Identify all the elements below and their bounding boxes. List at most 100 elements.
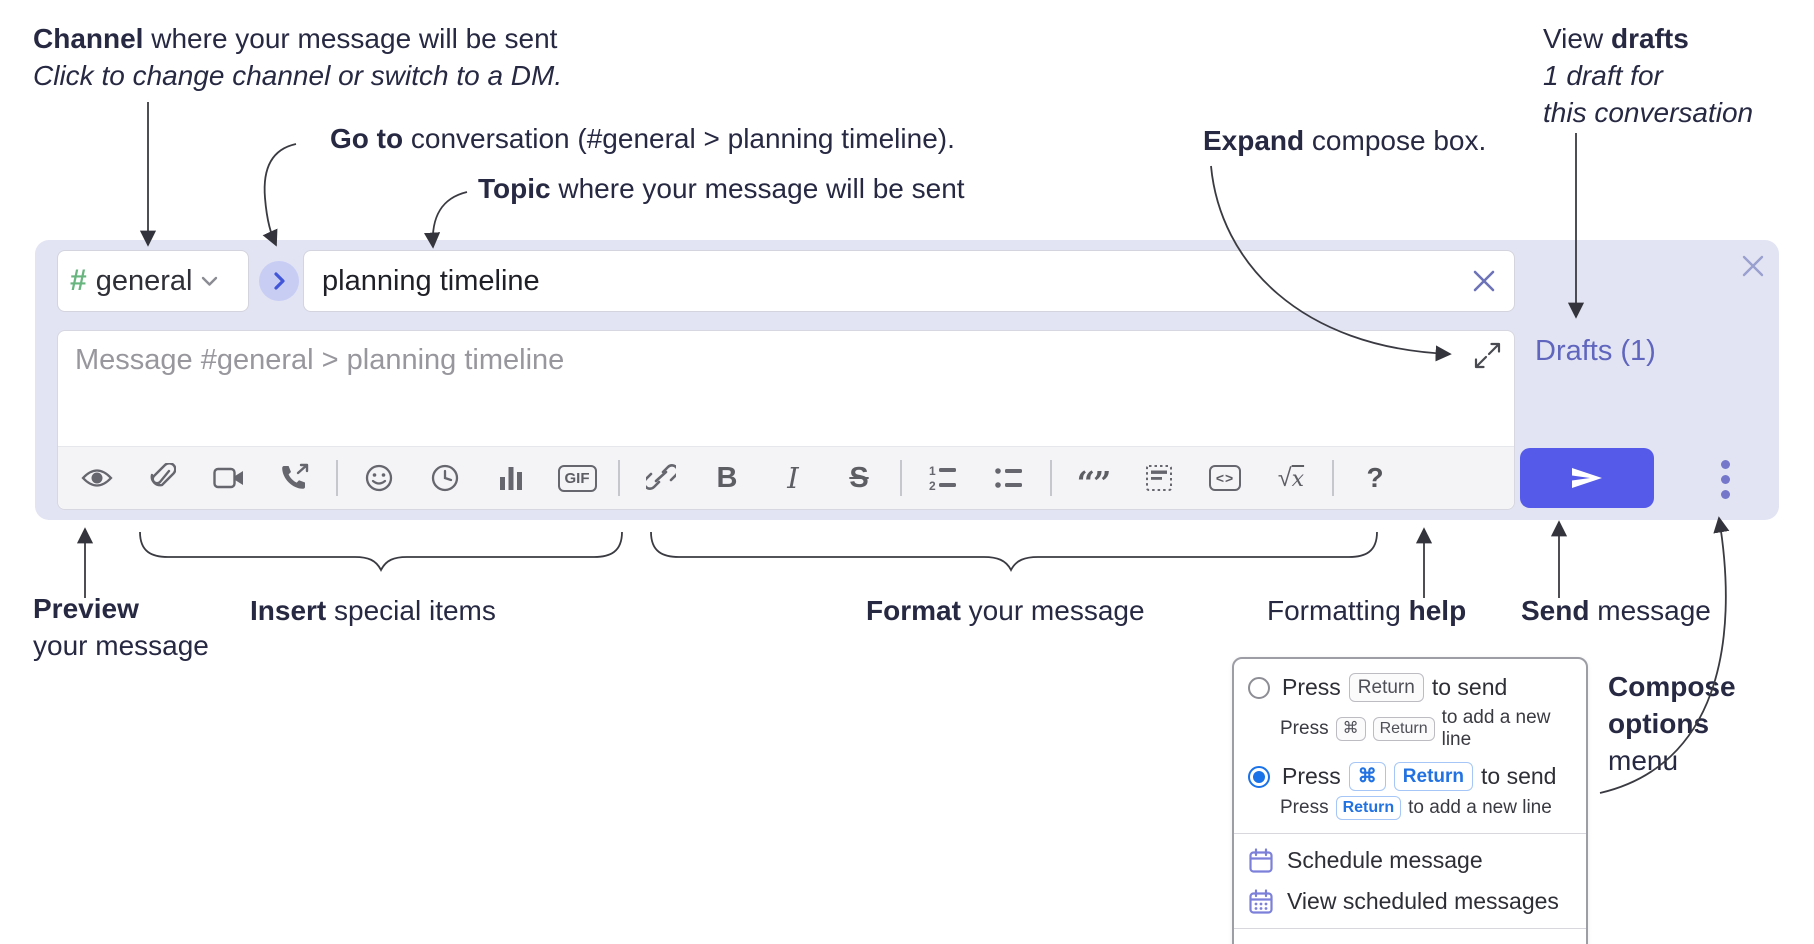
key-return: Return [1335,796,1402,820]
send-button[interactable] [1520,448,1654,508]
gif-button[interactable]: GIF [548,454,606,502]
format-brace [650,531,1378,573]
link-icon [646,464,676,490]
annotation-goto: Go to conversation (#general > planning … [330,123,955,154]
option-cmd-enter-to-send-sub: Press Return to add a new line [1280,796,1552,820]
bulleted-list-icon [995,468,1022,488]
numbered-list-icon: 1 2 [929,464,956,492]
strikethrough-icon: S [849,461,869,494]
math-icon: √x [1277,463,1305,492]
compose-box: # general planning timeline Message #gen… [35,240,1779,520]
spoiler-button[interactable] [1130,454,1188,502]
link-button[interactable] [632,454,690,502]
topic-value: planning timeline [322,264,540,297]
phone-call-icon [282,463,309,489]
go-to-conversation-button[interactable] [259,261,299,301]
annotation-topic: Topic where your message will be sent [478,173,965,204]
close-icon [1742,255,1764,277]
annotation-channel: Channel where your message will be sent … [33,20,562,94]
bold-button[interactable]: B [698,454,756,502]
menu-item-schedule-message[interactable]: Schedule message [1234,840,1586,881]
toolbar-divider [900,460,902,496]
option-cmd-enter-to-send[interactable]: Press ⌘ Return to send [1234,758,1586,795]
calendar-dots-icon [1249,888,1273,914]
question-mark-icon: ? [1366,462,1384,493]
annotation-formatting-help: Formatting help [1267,595,1467,626]
attach-file-button[interactable] [134,454,192,502]
clear-topic-icon[interactable] [1472,269,1496,293]
key-cmd: ⌘ [1348,762,1386,791]
code-button[interactable]: <> [1196,454,1254,502]
menu-divider [1234,928,1586,929]
message-placeholder: Message #general > planning timeline [75,344,565,376]
math-button[interactable]: √x [1262,454,1320,502]
time-button[interactable] [416,454,474,502]
chevron-right-icon [274,272,285,290]
option-enter-to-send-sub: Press ⌘ Return to add a new line [1280,707,1551,750]
channel-hash-icon: # [70,264,87,297]
bulleted-list-button[interactable] [980,454,1038,502]
smiley-icon [365,464,393,492]
compose-toolbar: GIF B I S [58,446,1514,509]
preview-button[interactable] [68,454,126,502]
bold-icon: B [716,461,738,494]
message-area[interactable]: Message #general > planning timeline [57,330,1515,510]
calendar-icon [1249,847,1273,873]
radio-unselected[interactable] [1248,676,1270,699]
quote-icon: “” [1076,464,1112,502]
radio-selected[interactable] [1248,765,1270,788]
expand-compose-button[interactable] [1474,342,1501,369]
quote-button[interactable]: “” [1064,454,1122,502]
annotation-format: Format your message [866,595,1145,626]
svg-text:2: 2 [929,479,936,492]
toolbar-divider [618,460,620,496]
option-enter-to-send[interactable]: Press Return to send [1234,669,1586,706]
annotation-channel-text: where your message will be sent [143,23,558,54]
annotation-expand: Expand compose box. [1203,125,1487,156]
toolbar-divider [1332,460,1334,496]
clock-icon [431,464,459,492]
formatting-help-button[interactable]: ? [1346,454,1404,502]
topic-input[interactable]: planning timeline [303,250,1515,312]
menu-item-view-scheduled[interactable]: View scheduled messages [1234,881,1586,922]
annotation-view-drafts: View drafts 1 draft for this conversatio… [1543,23,1754,128]
italic-button[interactable]: I [764,454,822,502]
key-cmd: ⌘ [1335,717,1366,741]
annotation-compose-options: Compose options menu [1608,671,1736,776]
toolbar-divider [336,460,338,496]
gif-icon: GIF [557,464,597,492]
kebab-dot [1720,489,1730,499]
video-call-button[interactable] [200,454,258,502]
kebab-dot [1720,474,1730,484]
code-icon: <> [1208,465,1242,491]
compose-options-button[interactable] [1705,452,1745,506]
chevron-down-icon [202,276,218,286]
key-return: Return [1348,673,1424,702]
send-icon [1572,468,1602,488]
annotation-send: Send message [1521,595,1711,626]
expand-icon [1474,342,1501,369]
menu-item-save-draft[interactable]: Save draft and start a new message [1234,935,1586,944]
annotation-preview: Preview your message [33,593,209,661]
italic-icon: I [787,461,799,495]
toolbar-divider [1050,460,1052,496]
compose-options-menu: Press Return to send Press ⌘ Return to a… [1232,657,1588,944]
menu-divider [1234,833,1586,834]
close-compose-button[interactable] [1735,248,1771,284]
key-return: Return [1372,717,1435,741]
bar-chart-icon [500,467,522,490]
audio-call-button[interactable] [266,454,324,502]
emoji-button[interactable] [350,454,408,502]
strikethrough-button[interactable]: S [830,454,888,502]
key-return: Return [1393,762,1474,791]
numbered-list-button[interactable]: 1 2 [914,454,972,502]
poll-button[interactable] [482,454,540,502]
annotation-channel-sub: Click to change channel or switch to a D… [33,60,563,91]
paperclip-icon [150,463,176,487]
video-camera-icon [213,467,243,489]
channel-name: general [95,264,193,297]
channel-selector[interactable]: # general [57,250,249,312]
drafts-link[interactable]: Drafts (1) [1535,335,1656,367]
topic-arrow [423,191,468,249]
